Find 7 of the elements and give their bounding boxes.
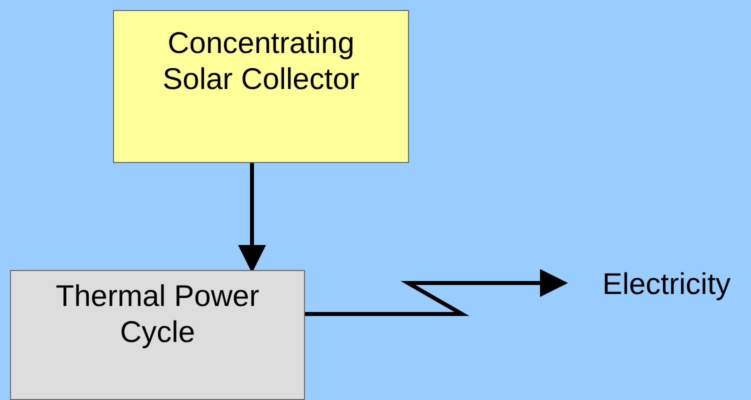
process-box	[10, 270, 305, 400]
arrow	[305, 269, 568, 316]
process-box	[113, 10, 409, 163]
arrow	[238, 163, 266, 273]
box-label: Concentrating Solar Collector	[162, 26, 360, 98]
box-label: Thermal Power Cycle	[54, 279, 260, 351]
output-label: Electricity	[602, 267, 731, 303]
